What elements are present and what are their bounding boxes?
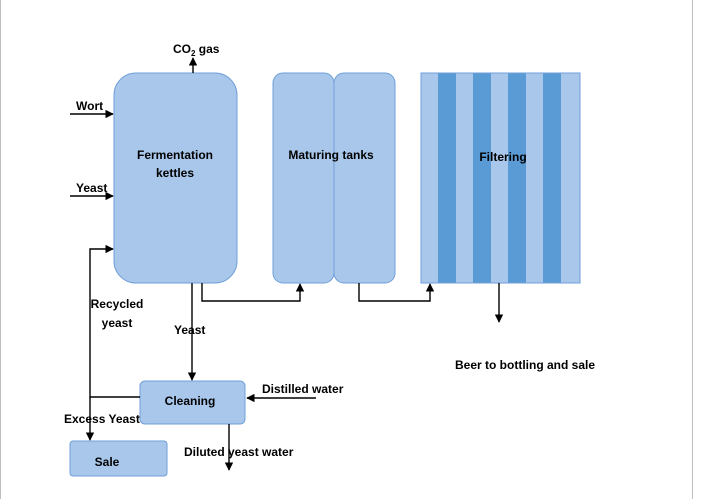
cleaning-label: Cleaning	[165, 394, 216, 408]
fermentation-label-line2: kettles	[156, 166, 194, 180]
recycled-yeast-label-line1: Recycled	[91, 297, 144, 311]
excess-yeast-label: Excess Yeast	[64, 412, 140, 426]
fermentation-label-line1: Fermentation	[137, 148, 213, 162]
maturing-to-filtering-arrow	[358, 283, 435, 302]
cleaning-box	[139, 380, 246, 425]
maturing-label: Maturing tanks	[288, 148, 374, 162]
maturing-tank-right	[333, 72, 396, 284]
filtering-unit	[420, 72, 581, 284]
recycled-yeast-arrow	[89, 244, 140, 398]
wort-label: Wort	[76, 99, 103, 113]
sale-box	[69, 440, 168, 477]
maturing-tank-left	[272, 72, 335, 284]
yeast-down-label: Yeast	[174, 323, 205, 337]
beer-out-label: Beer to bottling and sale	[455, 358, 595, 372]
sale-label: Sale	[95, 455, 120, 469]
yeast-input-label: Yeast	[76, 181, 107, 195]
recycled-yeast-label-line2: yeast	[102, 316, 133, 330]
page-border-left	[0, 0, 1, 499]
fermentation-to-maturing-arrow	[201, 283, 305, 302]
page-border-right	[692, 0, 693, 499]
co2-label: CO2 gas	[173, 42, 220, 58]
filtering-label: Filtering	[479, 150, 526, 164]
diluted-yeast-water-label: Diluted yeast water	[184, 445, 294, 459]
fermentation-kettles-box	[113, 72, 238, 284]
distilled-water-label: Distilled water	[262, 382, 344, 396]
